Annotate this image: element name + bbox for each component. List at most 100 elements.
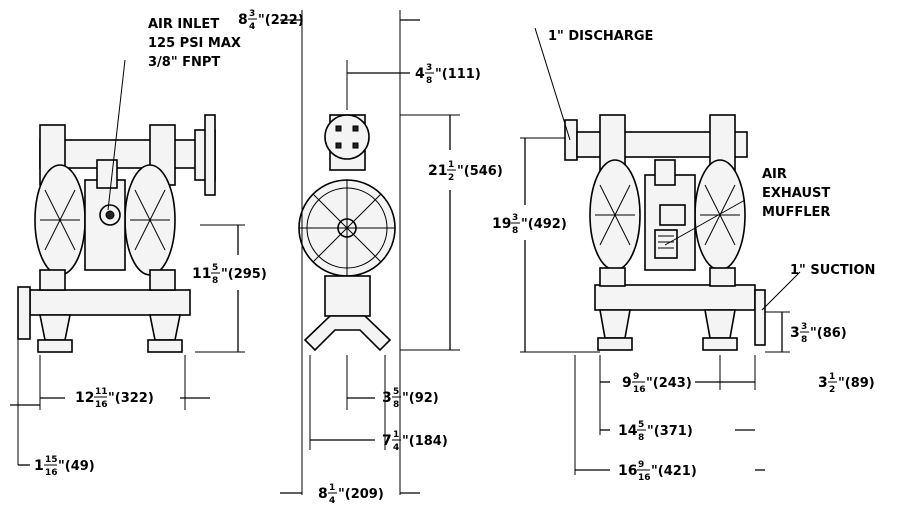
air-inlet-line-1: AIR INLET: [148, 17, 219, 32]
svg-text:"(222): "(222): [258, 13, 304, 28]
svg-text:5: 5: [212, 263, 218, 273]
dimension-lines: [10, 10, 801, 495]
svg-text:15: 15: [45, 455, 58, 465]
svg-text:11: 11: [95, 387, 108, 397]
svg-text:12: 12: [75, 390, 94, 406]
front-discharge-flange: [204, 114, 216, 196]
dim-mount-overall: 14 5 8 "(371): [618, 420, 693, 443]
svg-text:"(111): "(111): [435, 67, 481, 82]
callout-labels: AIR INLET 125 PSI MAX 3/8" FNPT 1" DISCH…: [148, 17, 875, 278]
dim-foot-width: 7 1 4 "(184): [382, 430, 448, 453]
svg-text:5: 5: [393, 387, 399, 397]
dim-flange-offset: 1 15 16 "(49): [34, 455, 95, 478]
dim-center-offset: 4 3 8 "(111): [415, 63, 481, 86]
air-inlet-valve: [96, 159, 118, 189]
svg-text:4: 4: [415, 66, 425, 82]
svg-text:"(184): "(184): [402, 434, 448, 449]
svg-text:8: 8: [426, 76, 432, 86]
svg-text:3: 3: [801, 322, 807, 332]
svg-text:"(546): "(546): [457, 164, 503, 179]
rear-view: [564, 114, 766, 351]
dim-suction-offset: 3 1 2 "(89): [818, 372, 875, 395]
dim-top-width: 8 3 4 "(222): [238, 9, 304, 32]
svg-text:"(295): "(295): [221, 267, 267, 282]
rear-right-foot: [704, 309, 736, 339]
svg-text:"(421): "(421): [651, 464, 697, 479]
svg-text:9: 9: [622, 375, 632, 391]
svg-text:4: 4: [329, 496, 335, 506]
side-discharge-flange: [324, 114, 370, 160]
svg-text:"(243): "(243): [646, 376, 692, 391]
front-suction-flange: [17, 286, 31, 340]
front-bottom-manifold: [29, 289, 191, 316]
svg-text:9: 9: [638, 460, 644, 470]
svg-text:14: 14: [618, 423, 638, 439]
svg-text:1: 1: [34, 458, 44, 474]
svg-text:4: 4: [249, 22, 255, 32]
svg-text:7: 7: [382, 433, 392, 449]
svg-text:1: 1: [393, 430, 399, 440]
svg-text:3: 3: [426, 63, 432, 73]
svg-text:2: 2: [829, 385, 835, 395]
svg-text:1: 1: [329, 483, 335, 493]
dim-mount-spacing: 9 9 16 "(243): [622, 372, 692, 395]
svg-text:2: 2: [448, 173, 454, 183]
dim-inlet-height: 11 5 8 "(295): [192, 263, 267, 286]
svg-text:"(492): "(492): [521, 217, 567, 232]
svg-text:11: 11: [192, 266, 211, 282]
svg-text:3: 3: [790, 325, 800, 341]
svg-text:"(86): "(86): [810, 326, 847, 341]
svg-text:3: 3: [249, 9, 255, 19]
svg-text:3: 3: [382, 390, 392, 406]
air-inlet-line-3: 3/8" FNPT: [148, 55, 220, 70]
svg-text:16: 16: [618, 463, 637, 479]
svg-text:4: 4: [393, 443, 399, 453]
svg-text:1: 1: [448, 160, 454, 170]
suction-leader: [761, 271, 801, 311]
svg-text:8: 8: [318, 486, 328, 502]
svg-text:19: 19: [492, 216, 511, 232]
svg-text:3: 3: [818, 375, 828, 391]
air-exhaust-line-2: EXHAUST: [762, 186, 830, 201]
dim-discharge-height: 19 3 8 "(492): [492, 213, 567, 236]
svg-text:8: 8: [238, 12, 248, 28]
svg-text:"(49): "(49): [58, 459, 95, 474]
side-inlet-port: [324, 275, 371, 317]
rear-discharge-flange: [564, 119, 578, 161]
front-center-block: [84, 179, 126, 271]
svg-text:1: 1: [829, 372, 835, 382]
dim-base-width: 8 1 4 "(209): [318, 483, 384, 506]
dim-suction-height: 3 3 8 "(86): [790, 322, 847, 345]
svg-text:5: 5: [638, 420, 644, 430]
svg-text:"(92): "(92): [402, 391, 439, 406]
discharge-label: 1" DISCHARGE: [548, 29, 653, 44]
front-right-foot: [149, 314, 181, 341]
svg-text:8: 8: [638, 433, 644, 443]
air-exhaust-line-3: MUFFLER: [762, 205, 830, 220]
svg-text:8: 8: [512, 226, 518, 236]
rear-left-foot: [599, 309, 631, 339]
svg-text:3: 3: [512, 213, 518, 223]
svg-text:16: 16: [638, 473, 651, 483]
svg-text:9: 9: [633, 372, 639, 382]
svg-text:8: 8: [212, 276, 218, 286]
front-view: [17, 114, 216, 353]
front-left-foot: [39, 314, 71, 341]
dimension-labels: 8 3 4 "(222) 4 3 8 "(111) 21 1 2 "(546) …: [34, 9, 875, 506]
discharge-leader: [534, 27, 571, 141]
dim-foot-offset: 3 5 8 "(92): [382, 387, 439, 410]
svg-text:16: 16: [95, 400, 108, 410]
dim-front-width: 12 11 16 "(322): [75, 387, 154, 410]
air-inlet-line-2: 125 PSI MAX: [148, 36, 241, 51]
svg-text:16: 16: [45, 468, 58, 478]
rear-bottom-manifold: [594, 284, 756, 311]
svg-text:8: 8: [801, 335, 807, 345]
svg-text:"(209): "(209): [338, 487, 384, 502]
svg-text:21: 21: [428, 163, 447, 179]
svg-text:"(322): "(322): [108, 391, 154, 406]
air-inlet-leader: [107, 59, 126, 211]
side-view: [298, 114, 396, 352]
svg-text:"(89): "(89): [838, 376, 875, 391]
rear-suction-flange: [754, 289, 766, 346]
